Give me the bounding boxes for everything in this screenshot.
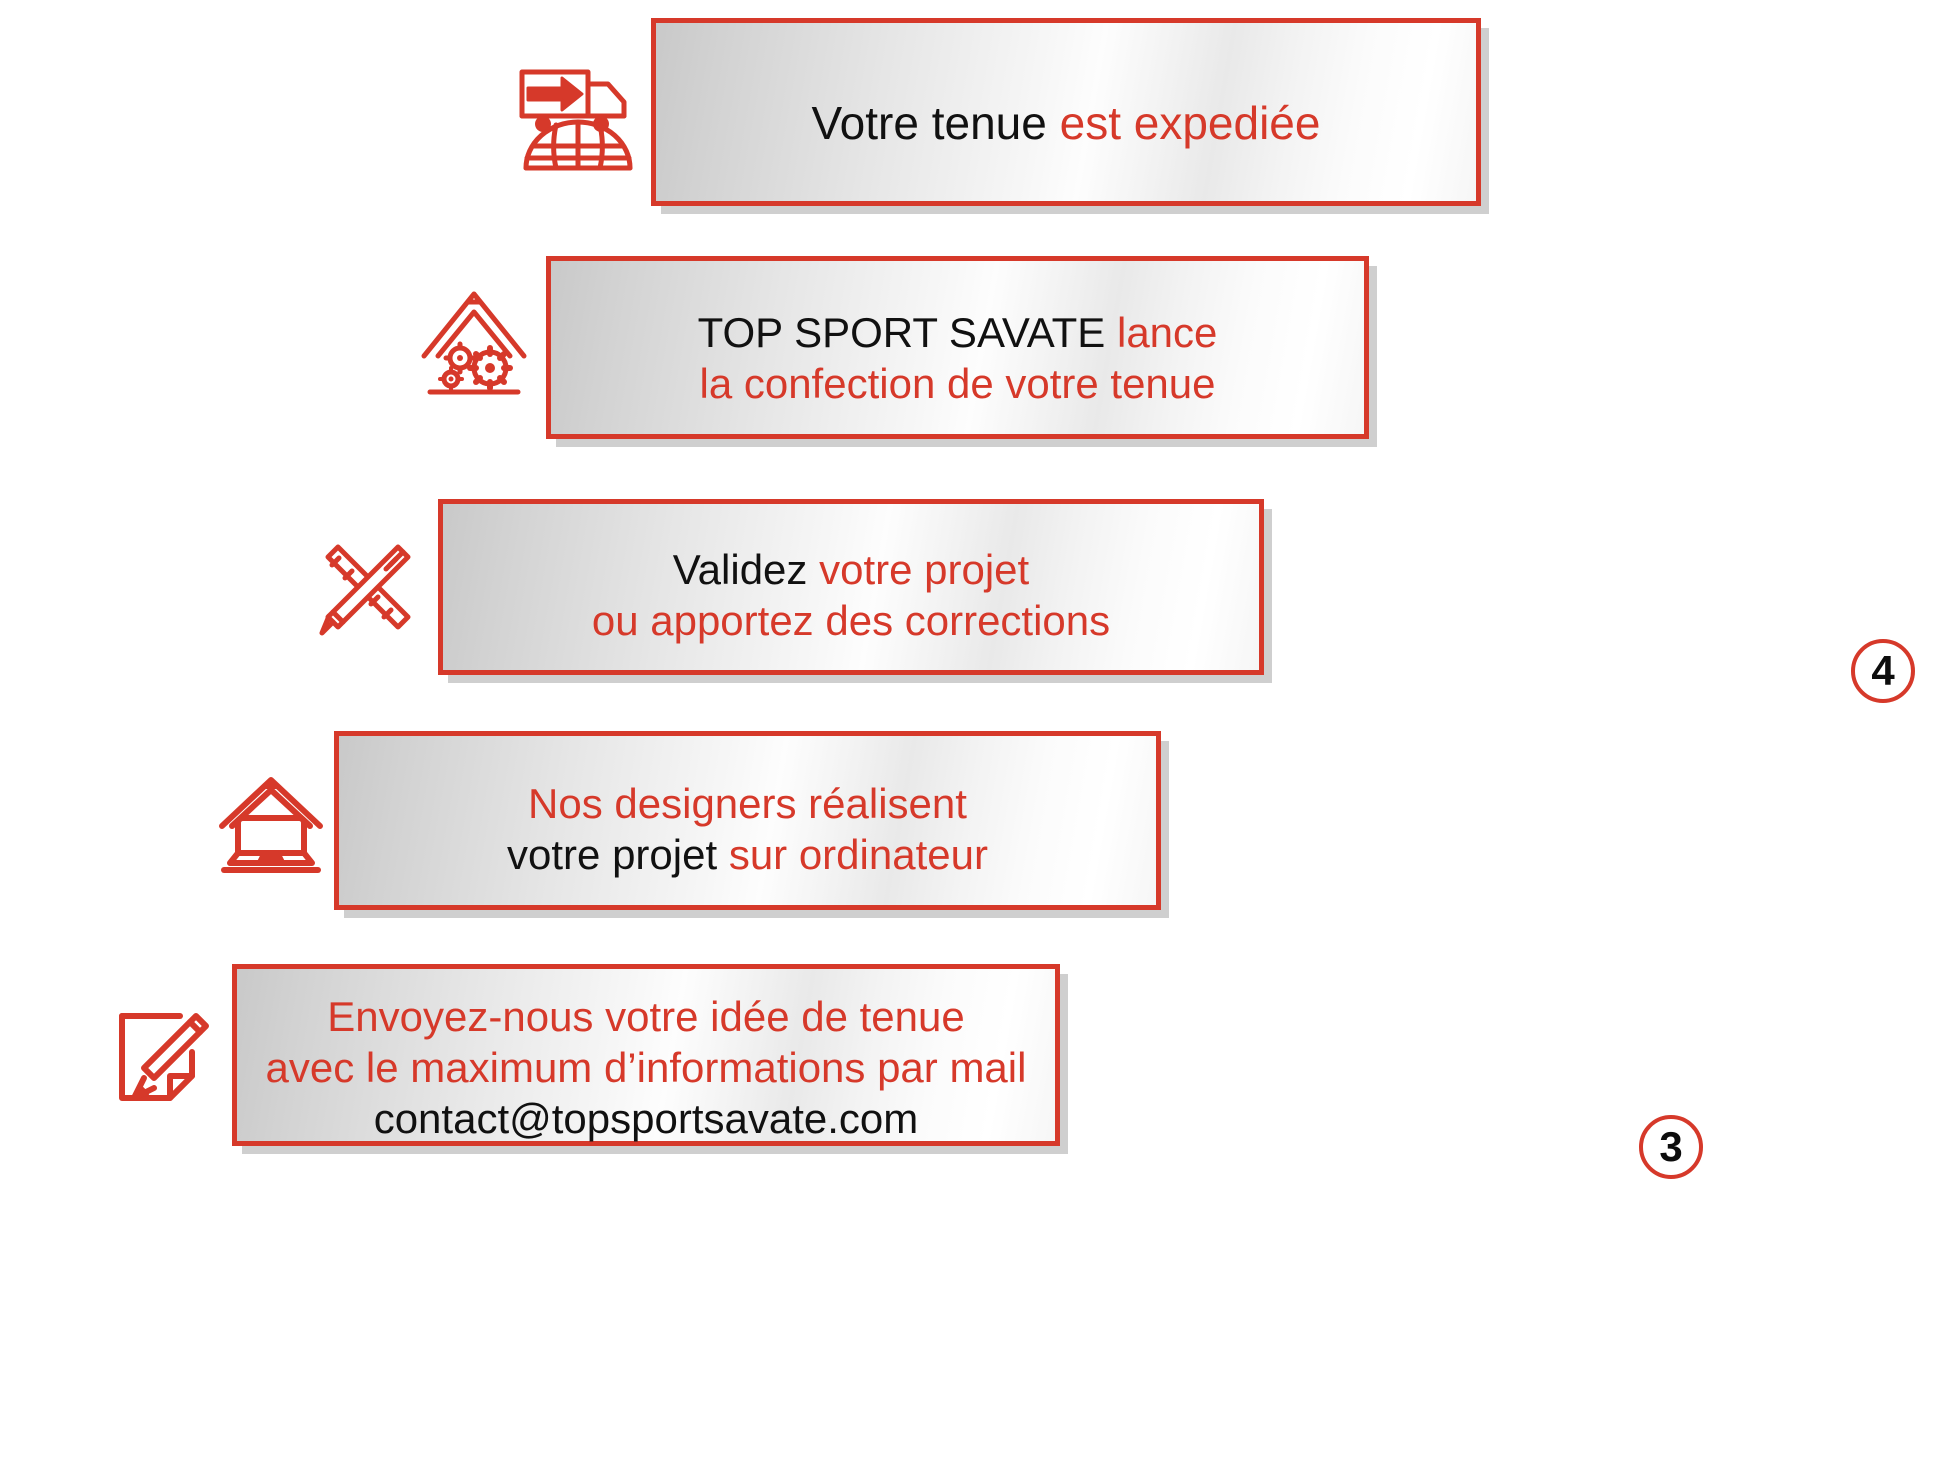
step-text-line: Envoyez-nous votre idée de tenue (237, 991, 1055, 1042)
text-fragment: ou apportez des corrections (591, 597, 1111, 645)
text-fragment: est expediée (1059, 97, 1321, 149)
step-text-line: Votre tenue est expediée (656, 95, 1476, 151)
delivery-truck-globe-icon (516, 54, 638, 172)
step-text-3: Validez votre projet ou apportez des cor… (443, 544, 1259, 646)
ruler-pencil-icon (308, 527, 428, 649)
text-fragment: TOP SPORT SAVATE (697, 309, 1117, 356)
text-fragment: lance (1116, 309, 1218, 356)
step-text-2: Nos designers réalisent votre projet sur… (339, 778, 1156, 880)
step-text-1: Envoyez-nous votre idée de tenue avec le… (237, 991, 1055, 1145)
step-number-badge-4: 4 (1851, 639, 1915, 703)
text-fragment: sur ordinateur (728, 831, 988, 879)
step-text-line: Validez votre projet (443, 544, 1259, 595)
step-panel-2: Nos designers réalisent votre projet sur… (334, 731, 1161, 910)
roof-gears-icon (418, 280, 530, 402)
text-fragment: votre projet (507, 831, 729, 879)
step-panel-1: Envoyez-nous votre idée de tenue avec le… (232, 964, 1060, 1146)
step-text-5: Votre tenue est expediée (656, 95, 1476, 151)
pencil-note-icon (110, 1000, 220, 1110)
step-number-badge-3: 3 (1639, 1115, 1703, 1179)
step-panel-3: Validez votre projet ou apportez des cor… (438, 499, 1703, 1179)
step-text-line: avec le maximum d’informations par mail (237, 1042, 1055, 1093)
text-fragment: avec le maximum d’informations par mail (265, 1044, 1027, 1092)
text-fragment: contact@topsportsavate.com (373, 1095, 919, 1143)
roof-laptop-icon (214, 768, 328, 880)
step-text-4: TOP SPORT SAVATE lance la confection de … (551, 307, 1364, 409)
step-panel-5: Votre tenue est expediée 5 (651, 18, 1481, 206)
text-fragment: Envoyez-nous votre idée de tenue (327, 993, 965, 1040)
step-text-line: Nos designers réalisent (339, 778, 1156, 829)
step-text-line: TOP SPORT SAVATE lance (551, 307, 1364, 358)
text-fragment: la confection de votre tenue (699, 360, 1216, 408)
step-text-line: ou apportez des corrections (443, 595, 1259, 646)
step-text-line: la confection de votre tenue (551, 358, 1364, 409)
text-fragment: Validez (672, 546, 820, 593)
step-text-line: votre projet sur ordinateur (339, 829, 1156, 880)
step-panel-4: TOP SPORT SAVATE lance la confection de … (546, 256, 1915, 703)
text-fragment: Nos designers réalisent (528, 780, 967, 827)
text-fragment: Votre tenue (811, 97, 1060, 149)
step-text-line: contact@topsportsavate.com (237, 1093, 1055, 1144)
text-fragment: votre projet (819, 546, 1030, 593)
